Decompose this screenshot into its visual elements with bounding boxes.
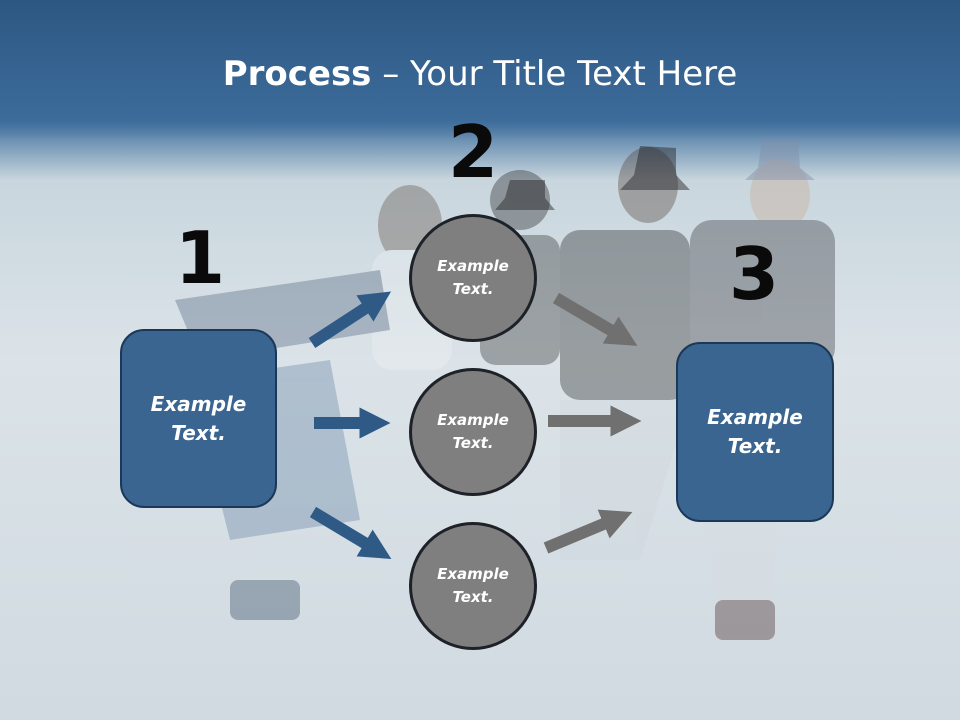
- circle-top-line1: Example: [437, 257, 509, 275]
- circle-bottom-line1: Example: [437, 565, 509, 583]
- step-number-2: 2: [447, 110, 499, 194]
- circle-top: Example Text.: [409, 214, 537, 342]
- title-band: [0, 0, 960, 140]
- slide-title: Process – Your Title Text Here: [0, 52, 960, 96]
- circle-bottom-line2: Text.: [452, 588, 494, 606]
- step-number-3: 3: [728, 232, 780, 316]
- title-rest: – Your Title Text Here: [371, 54, 738, 94]
- right-box-line2: Text.: [727, 434, 783, 458]
- title-bold: Process: [222, 54, 372, 94]
- circle-middle-line2: Text.: [452, 434, 494, 452]
- right-box-text: Example Text.: [707, 403, 803, 461]
- circle-middle: Example Text.: [409, 368, 537, 496]
- left-text-box: Example Text.: [120, 329, 277, 508]
- circle-bottom: Example Text.: [409, 522, 537, 650]
- left-box-text: Example Text.: [151, 390, 247, 448]
- arrow-top-to-right: [552, 292, 638, 346]
- circle-top-line2: Text.: [452, 280, 494, 298]
- right-text-box: Example Text.: [676, 342, 834, 522]
- arrow-left-to-top: [308, 291, 392, 349]
- circle-middle-line1: Example: [437, 411, 509, 429]
- step-number-1: 1: [174, 216, 226, 300]
- arrow-bottom-to-right: [543, 509, 633, 554]
- left-box-line2: Text.: [171, 420, 226, 445]
- right-box-line1: Example: [707, 405, 803, 429]
- left-box-line1: Example: [150, 391, 247, 416]
- arrow-left-to-bottom: [309, 506, 392, 560]
